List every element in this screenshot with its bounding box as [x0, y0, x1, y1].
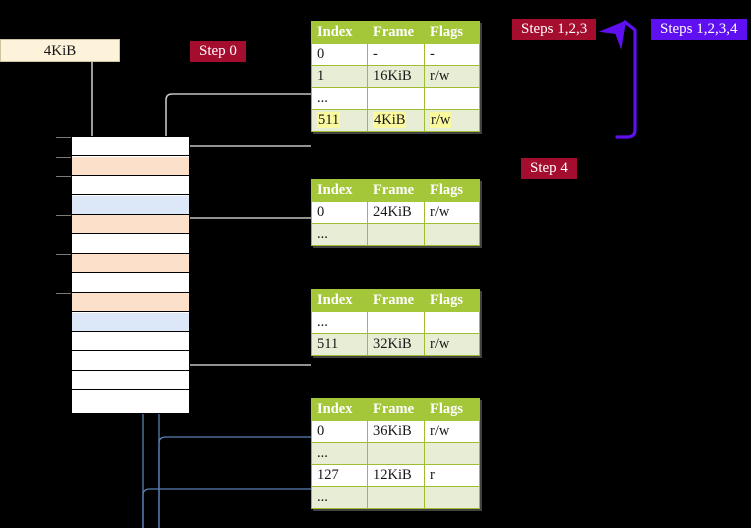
table-row: ... [311, 442, 480, 465]
cell-flags [424, 311, 480, 334]
cell-flags: r/w [424, 201, 480, 224]
table-row: ... [311, 223, 480, 246]
cell-index: 1 [311, 65, 368, 88]
memory-cell [72, 371, 189, 390]
badge-step-4: Step 4 [521, 158, 577, 179]
memory-cell [72, 215, 189, 234]
wire-mid-hook-1 [179, 217, 311, 261]
memory-tick [56, 254, 71, 255]
table-row: ... [311, 87, 480, 110]
column-header-index: Index [311, 398, 368, 421]
memory-tick [56, 176, 71, 177]
cell-frame: 32KiB [367, 333, 425, 356]
cell-frame: 36KiB [367, 420, 425, 443]
column-header-index: Index [311, 179, 368, 202]
memory-cell [72, 234, 189, 254]
cell-flags: r/w [424, 420, 480, 443]
cell-index: 511 [311, 333, 368, 356]
cell-flags: - [424, 43, 480, 66]
column-header-frame: Frame [367, 21, 425, 44]
cell-flags [424, 442, 480, 465]
memory-tick [56, 293, 71, 294]
memory-cell [72, 351, 189, 371]
wire-l2-up [169, 293, 311, 366]
cell-frame [367, 311, 425, 334]
table-row: ... [311, 311, 480, 334]
memory-cell [72, 312, 189, 332]
cell-flags: r/w [424, 333, 480, 356]
memory-cell [72, 273, 189, 293]
column-header-frame: Frame [367, 398, 425, 421]
cell-index: ... [311, 87, 368, 110]
column-header-frame: Frame [367, 179, 425, 202]
cell-index: 0 [311, 43, 368, 66]
table-row: 0-- [311, 43, 480, 66]
cell-index: 0 [311, 201, 368, 224]
cell-frame: 24KiB [367, 201, 425, 224]
badge-steps-123: Steps 1,2,3 [512, 19, 597, 40]
cell-flags: r/w [424, 109, 480, 132]
cell-frame: 12KiB [367, 464, 425, 487]
cell-frame [367, 223, 425, 246]
memory-tick [56, 215, 71, 216]
cell-flags [424, 223, 480, 246]
cell-index: ... [311, 223, 368, 246]
memory-tick [56, 156, 71, 158]
cell-index: ... [311, 311, 368, 334]
column-header-flags: Flags [424, 289, 480, 312]
memory-cell [72, 390, 189, 410]
cell-frame [367, 87, 425, 110]
highlighted-value: 511 [317, 112, 341, 128]
highlighted-value: 4KiB [373, 112, 407, 128]
memory-tick [56, 137, 71, 138]
cell-index: ... [311, 486, 368, 509]
memory-cell [72, 195, 189, 215]
column-header-flags: Flags [424, 398, 480, 421]
column-header-frame: Frame [367, 289, 425, 312]
cell-frame [367, 486, 425, 509]
memory-cell [72, 293, 189, 312]
frame-size-box: 4KiB [0, 39, 120, 62]
cell-flags [424, 87, 480, 110]
cell-index: 0 [311, 420, 368, 443]
cell-flags [424, 486, 480, 509]
cell-index: 511 [311, 109, 368, 132]
table-row: ... [311, 486, 480, 509]
badge-step-0: Step 0 [190, 41, 246, 62]
column-header-index: Index [311, 289, 368, 312]
badge-steps-1234: Steps 1,2,3,4 [651, 19, 747, 40]
frame-size-label: 4KiB [43, 42, 77, 59]
memory-cell [72, 332, 189, 351]
wire-violet-loop [598, 20, 637, 139]
wire-l4-row511 [179, 145, 311, 170]
column-header-flags: Flags [424, 179, 480, 202]
highlighted-value: r/w [430, 112, 452, 128]
cell-frame: - [367, 43, 425, 66]
memory-cell [72, 254, 189, 273]
cell-flags: r/w [424, 65, 480, 88]
cell-frame: 16KiB [367, 65, 425, 88]
column-header-index: Index [311, 21, 368, 44]
wire-blue-up-a [142, 436, 311, 528]
column-header-flags: Flags [424, 21, 480, 44]
cell-flags: r [424, 464, 480, 487]
memory-cell [72, 156, 189, 176]
cell-frame [367, 442, 425, 465]
memory-cell [72, 137, 189, 156]
table-row: 511 4KiB r/w [311, 109, 480, 132]
memory-cell [72, 176, 189, 195]
cell-frame: 4KiB [367, 109, 425, 132]
cell-index: ... [311, 442, 368, 465]
cell-index: 127 [311, 464, 368, 487]
